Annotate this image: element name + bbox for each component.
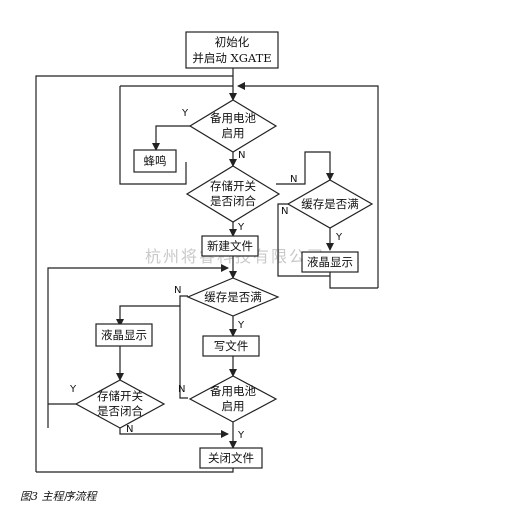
label-n-switch1: N <box>290 174 297 185</box>
node-new-file: 新建文件 <box>201 235 259 257</box>
node-lcd-2: 液晶显示 <box>95 323 153 347</box>
decision-backup-battery-1: 备用电池 启用 <box>188 99 278 153</box>
switch2-line2: 是否闭合 <box>97 404 143 418</box>
lcd2-label: 液晶显示 <box>101 328 147 342</box>
label-n-backup2: N <box>178 384 185 395</box>
node-lcd-1: 液晶显示 <box>301 251 359 273</box>
lcd1-label: 液晶显示 <box>307 255 353 269</box>
figure-caption: 图3 主程序流程 <box>20 490 98 503</box>
label-n-cache1: N <box>281 206 288 217</box>
decision-storage-switch-1: 存储开关 是否闭合 <box>185 165 281 223</box>
label-n-cache2: N <box>174 285 181 296</box>
cache-full2-label: 缓存是否满 <box>204 290 262 304</box>
backup2-line1: 备用电池 <box>210 384 256 398</box>
init-line2: 并启动 XGATE <box>192 51 271 65</box>
label-n-switch2: N <box>126 424 133 435</box>
decision-cache-full-1: 缓存是否满 <box>286 179 374 229</box>
node-write-file: 写文件 <box>202 335 260 357</box>
switch1-line1: 存储开关 <box>210 179 256 193</box>
label-y-cache2: Y <box>237 320 245 331</box>
backup1-line2: 启用 <box>222 126 245 140</box>
label-y-switch2: Y <box>69 384 77 395</box>
label-y-backup2: Y <box>237 430 245 441</box>
decision-storage-switch-2: 存储开关 是否闭合 <box>74 379 166 429</box>
backup1-line1: 备用电池 <box>210 111 256 125</box>
new-file-label: 新建文件 <box>207 239 253 253</box>
buzzer-label: 蜂鸣 <box>144 154 167 168</box>
backup2-line2: 启用 <box>222 399 245 413</box>
decision-cache-full-2: 缓存是否满 <box>186 277 280 317</box>
cache-full1-label: 缓存是否满 <box>301 197 359 211</box>
close-file-label: 关闭文件 <box>208 451 254 465</box>
node-init: 初始化 并启动 XGATE <box>185 31 279 69</box>
label-y-backup1: Y <box>181 108 189 119</box>
label-n-backup1: N <box>238 150 245 161</box>
node-buzzer: 蜂鸣 <box>133 149 177 173</box>
connectors <box>35 68 379 473</box>
node-close-file: 关闭文件 <box>199 447 263 469</box>
decision-backup-battery-2: 备用电池 启用 <box>188 375 278 423</box>
branch-labels: Y N N Y N Y N Y Y N N Y <box>69 108 343 441</box>
write-file-label: 写文件 <box>214 339 249 353</box>
switch2-line1: 存储开关 <box>97 389 143 403</box>
init-line1: 初始化 <box>215 35 250 49</box>
label-y-switch1: Y <box>237 222 245 233</box>
switch1-line2: 是否闭合 <box>210 194 256 208</box>
label-y-cache1: Y <box>335 232 343 243</box>
